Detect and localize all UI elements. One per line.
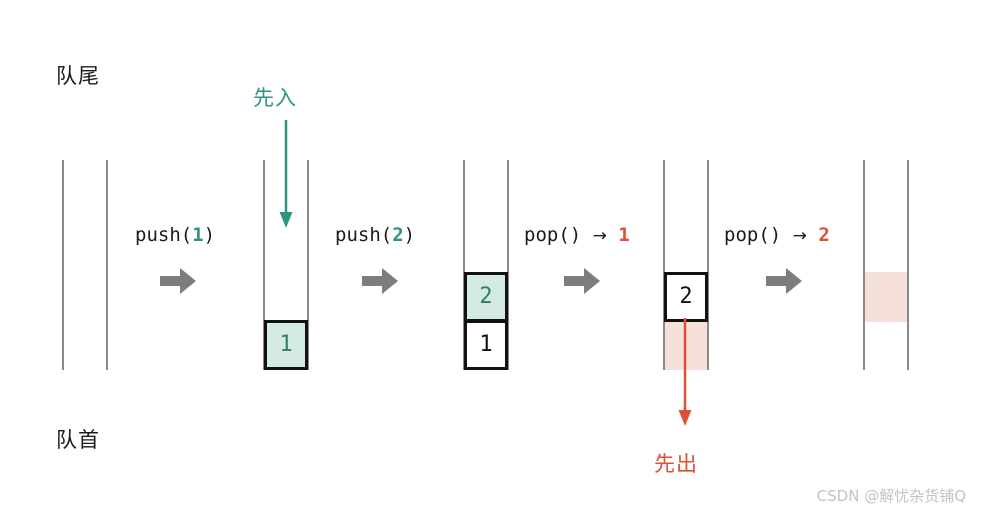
removed-cell-ghost: [865, 272, 907, 322]
stage-after-push-1: 1: [263, 160, 309, 370]
first-out-arrow-icon: [678, 318, 692, 426]
rail-right-icon: [106, 160, 108, 370]
op-fn: push(: [135, 224, 193, 246]
operation-push-1: push(1): [135, 224, 215, 246]
rail-right-icon: [907, 160, 909, 370]
stack-cell: 2: [664, 272, 708, 322]
rail-left-icon: [62, 160, 64, 370]
op-close: ): [203, 224, 216, 246]
stack-cell: 2: [464, 272, 508, 322]
result-arrow-icon: →: [592, 226, 607, 246]
queue-head-label: 队首: [56, 428, 100, 452]
step-arrow-4-icon: [766, 268, 802, 294]
stage-empty: [62, 160, 108, 370]
operation-pop-1: pop() → 1: [524, 224, 630, 246]
rail-right-icon: [507, 160, 509, 370]
op-value: 2: [392, 224, 404, 246]
queue-tail-label: 队尾: [56, 64, 100, 88]
rail-right-icon: [707, 160, 709, 370]
rail-right-icon: [307, 160, 309, 370]
stack-cell: 1: [264, 320, 308, 370]
rail-left-icon: [863, 160, 865, 370]
op-fn: push(: [335, 224, 393, 246]
op-result: 1: [618, 224, 630, 246]
first-out-label: 先出: [654, 452, 698, 476]
step-arrow-3-icon: [564, 268, 600, 294]
operation-push-2: push(2): [335, 224, 415, 246]
op-value: 1: [192, 224, 204, 246]
watermark: CSDN @解忧杂货铺Q: [816, 487, 966, 505]
stage-after-pop-2: [863, 160, 909, 370]
stack-cell: 1: [464, 320, 508, 370]
first-in-label: 先入: [253, 86, 297, 110]
stage-after-push-2: 2 1: [463, 160, 509, 370]
step-arrow-1-icon: [160, 268, 196, 294]
op-close: ): [403, 224, 416, 246]
op-fn: pop(): [524, 224, 582, 246]
result-arrow-icon: →: [792, 226, 807, 246]
step-arrow-2-icon: [362, 268, 398, 294]
rail-left-icon: [463, 160, 465, 370]
op-result: 2: [818, 224, 830, 246]
rail-left-icon: [263, 160, 265, 370]
first-in-arrow-icon: [279, 120, 293, 228]
rail-left-icon: [663, 160, 665, 370]
operation-pop-2: pop() → 2: [724, 224, 830, 246]
op-fn: pop(): [724, 224, 782, 246]
